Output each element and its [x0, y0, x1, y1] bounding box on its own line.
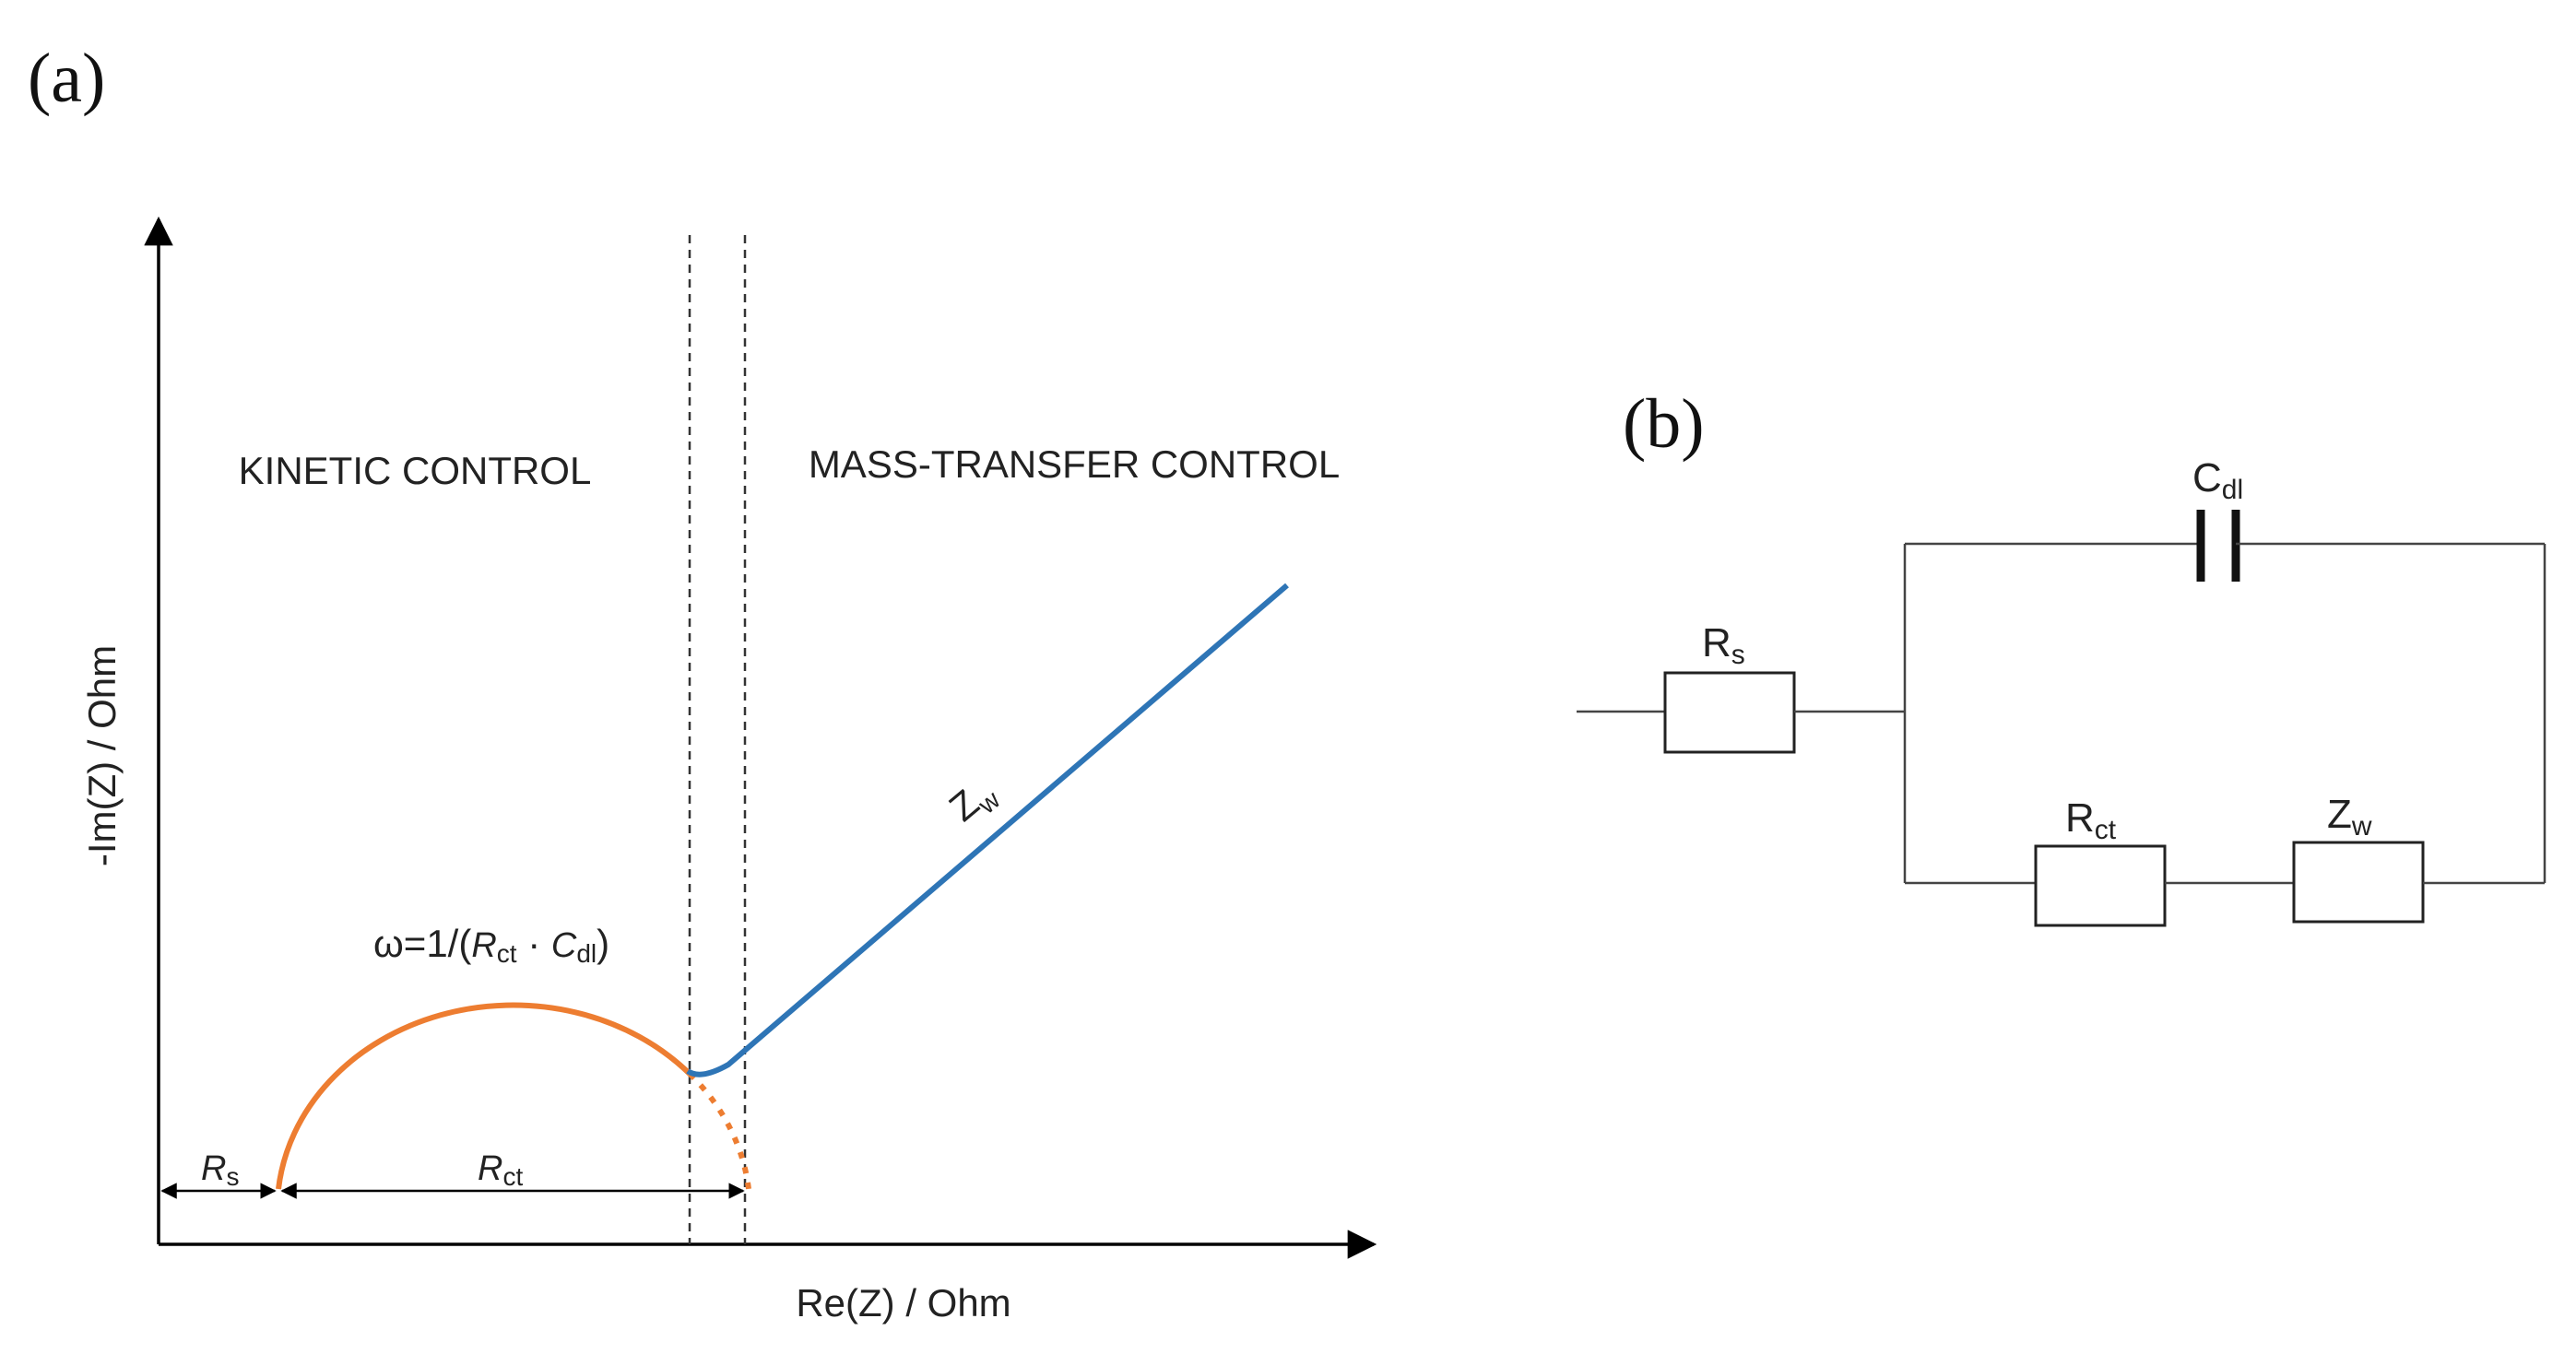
- rs-dimension-label: Rs: [201, 1149, 239, 1191]
- rct-resistor-label: Rct: [2065, 795, 2117, 845]
- kinetic-control-label: KINETIC CONTROL: [239, 449, 592, 492]
- rct-resistor: [2034, 844, 2167, 927]
- omega-annotation: ω=1/(Rct · Cdl): [373, 922, 609, 968]
- rs-resistor: [1663, 671, 1796, 754]
- zw-element-label: Zw: [2327, 792, 2372, 842]
- panel-a-label: (a): [28, 40, 105, 117]
- panel-b-label: (b): [1623, 385, 1705, 463]
- zw-curve-label: Zw: [941, 769, 1006, 834]
- panel-a: (a) Re(Z) / Ohm -Im(Z) / Ohm KINETIC CON…: [28, 40, 1377, 1325]
- panel-b: (b) Rs Cdl Rct Zw: [1577, 385, 2546, 927]
- rct-dimension-label: Rct: [478, 1149, 523, 1191]
- rs-resistor-label: Rs: [1702, 620, 1745, 670]
- charge-transfer-semicircle: [276, 1002, 692, 1190]
- cdl-capacitor-label: Cdl: [2192, 455, 2243, 505]
- warburg-line: [686, 583, 1289, 1077]
- x-axis-title: Re(Z) / Ohm: [796, 1281, 1010, 1325]
- y-axis-title: -Im(Z) / Ohm: [80, 645, 124, 866]
- semicircle-extrapolation-dotted: [687, 1071, 751, 1190]
- zw-element: [2292, 841, 2425, 924]
- mass-transfer-control-label: MASS-TRANSFER CONTROL: [809, 442, 1340, 486]
